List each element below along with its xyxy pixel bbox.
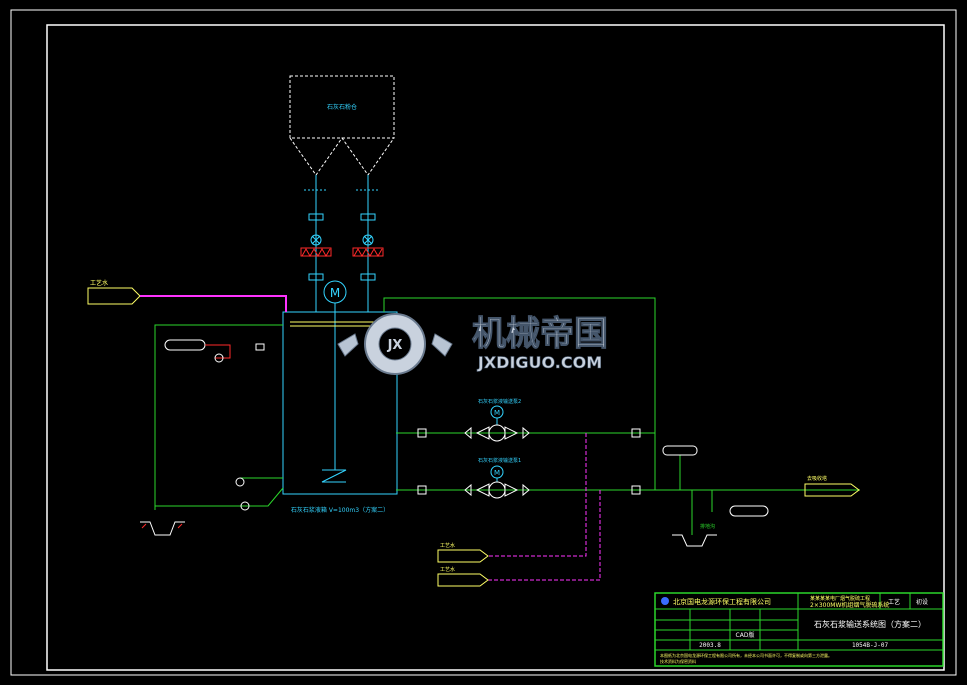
screw-feeder-right <box>352 247 384 258</box>
drawing-number: 1054B-J-07 <box>852 642 889 649</box>
agitator-motor: M <box>321 280 347 483</box>
process-water-inlet-left: 工艺水 <box>87 279 287 312</box>
feed-lines <box>304 175 380 312</box>
process-water-a-label: 工艺水 <box>440 542 455 549</box>
process-water-b-label: 工艺水 <box>440 566 455 573</box>
drain-pit-right <box>672 534 717 547</box>
silo-label: 石灰石粉仓 <box>327 103 357 111</box>
inner-frame <box>46 24 945 671</box>
date: 2003.8 <box>699 642 721 649</box>
limestone-silo: 石灰石粉仓 <box>289 75 395 176</box>
project-line1: 某某某某电厂烟气脱硫工程 <box>810 595 870 602</box>
pump1-label: 石灰石浆液输送泵1 <box>478 457 521 464</box>
pump1-motor-label: M <box>494 469 500 477</box>
watermark: JX 机械帝国 JXDIGUO.COM <box>337 313 609 375</box>
valves <box>255 343 641 497</box>
green-lines <box>154 297 860 535</box>
drawing-title: 石灰石浆输送系统图（方案二） <box>814 619 926 629</box>
pump2-label: 石灰石浆液输送泵2 <box>478 398 521 405</box>
screw-feeder-left <box>300 247 332 258</box>
drain-pit-left <box>140 521 185 536</box>
process-water-left-label: 工艺水 <box>90 279 108 287</box>
level-instrument <box>164 339 250 511</box>
title-block: 北京国电龙源环保工程有限公司 某某某某电厂烟气脱硫工程 2×300MW机组烟气脱… <box>654 592 944 667</box>
footer-line1: 本图纸为北京国电龙源环保工程有限公司所有，未经本公司书面许可，不得复制或向第三方… <box>660 652 832 658</box>
outlet-arrow: 去吸收塔 <box>662 445 860 517</box>
company-name: 北京国电龙源环保工程有限公司 <box>673 597 771 606</box>
watermark-emblem: JX <box>387 338 403 353</box>
pump-1: M 石灰石浆液输送泵1 <box>475 457 521 499</box>
company-logo-icon <box>661 597 669 605</box>
watermark-sub: JXDIGUO.COM <box>477 353 602 372</box>
pump2-motor-label: M <box>494 409 500 417</box>
drain-label: 排地沟 <box>700 523 715 530</box>
process-water-lower: 工艺水 工艺水 <box>437 433 601 587</box>
watermark-main: 机械帝国 <box>472 314 608 354</box>
stage: 工艺 <box>888 598 900 606</box>
outer-frame <box>10 9 957 676</box>
tank-caption: 石灰石浆液箱 V=100m3（方案二） <box>291 506 389 514</box>
stage-label: 初设 <box>916 598 928 606</box>
project-line2: 2×300MW机组烟气脱硫系统 <box>810 601 889 609</box>
outlet-label: 去吸收塔 <box>807 475 827 482</box>
pump-2: M 石灰石浆液输送泵2 <box>475 398 521 442</box>
footer-line2: 技术资料为保密资料 <box>660 658 696 664</box>
agitator-motor-label: M <box>330 286 340 300</box>
cad-label: CAD版 <box>736 631 755 639</box>
